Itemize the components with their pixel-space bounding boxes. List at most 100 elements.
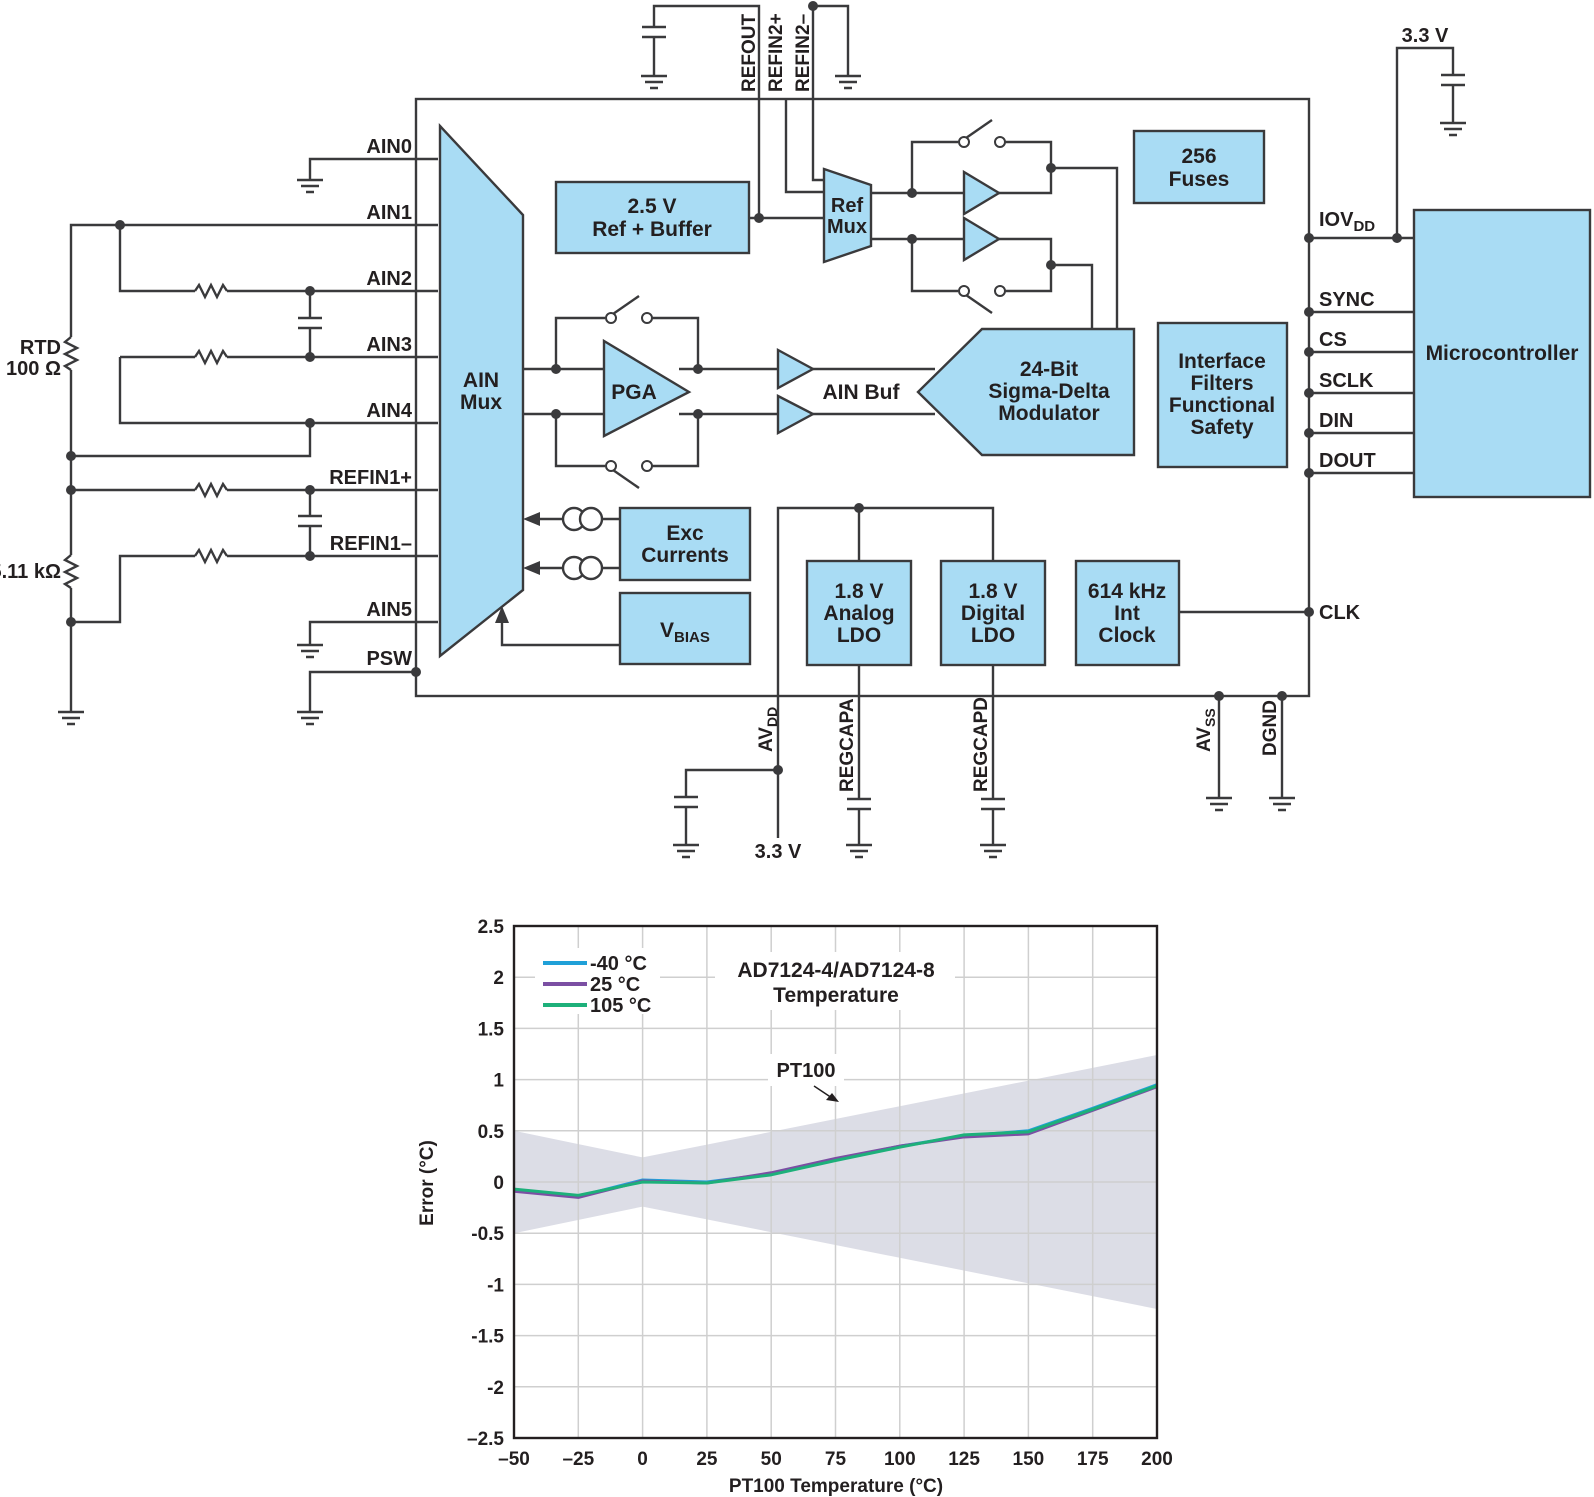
- pin-iovdd: IOVDD: [1319, 209, 1375, 235]
- ain-mux-label-2: Mux: [460, 391, 502, 414]
- modulator-block: [916, 327, 1136, 457]
- pin-refin2-plus: REFIN2+: [766, 13, 787, 92]
- y-tick-label: 0.5: [478, 1122, 505, 1143]
- x-tick-label: 0: [637, 1449, 648, 1470]
- pin-din: DIN: [1319, 410, 1353, 432]
- x-tick-label: –50: [498, 1449, 530, 1470]
- pin-ain3: AIN3: [366, 334, 412, 356]
- y-tick-label: 1: [493, 1071, 504, 1092]
- ref-mux-block: [822, 167, 873, 264]
- modulator-label-3: Modulator: [998, 402, 1099, 425]
- interface-label-4: Safety: [1190, 416, 1253, 439]
- interface-label-3: Functional: [1169, 394, 1275, 417]
- pin-regcapa: REGCAPA: [837, 698, 858, 792]
- x-tick-label: 25: [696, 1449, 718, 1470]
- modulator-label-1: 24-Bit: [1020, 358, 1078, 381]
- pin-avss-main: AV: [1194, 727, 1215, 752]
- exc-currents-block: [618, 506, 752, 582]
- plot-frame: [512, 924, 1159, 1440]
- pin-avdd: AVDD: [756, 707, 780, 752]
- pin-iovdd-sub: DD: [1353, 218, 1375, 235]
- pin-ain2: AIN2: [366, 268, 412, 290]
- left-pin-labels: AIN0 AIN1 AIN2 AIN3 AIN4 REFIN1+ REFIN1–…: [329, 136, 413, 670]
- x-tick-label: 175: [1077, 1449, 1109, 1470]
- pin-ain1: AIN1: [366, 202, 412, 224]
- pin-ain4: AIN4: [366, 400, 412, 422]
- interface-label-1: Interface: [1178, 350, 1266, 373]
- pin-ain0: AIN0: [366, 136, 412, 158]
- pin-refin2-minus: REFIN2–: [793, 14, 814, 92]
- legend-label-1: 25 °C: [590, 974, 640, 996]
- ref-mux-label-1: Ref: [831, 195, 864, 217]
- exc-currents-label-2: Currents: [641, 544, 729, 567]
- int-clock-label-1: 614 kHz: [1088, 580, 1166, 603]
- ref-buffer-network: [871, 119, 1119, 329]
- x-tick-label: 200: [1141, 1449, 1173, 1470]
- pin-dgnd: DGND: [1260, 700, 1281, 756]
- x-tick-label: –25: [562, 1449, 594, 1470]
- digital-ldo-label-2: Digital: [961, 602, 1025, 625]
- analog-ldo-label-2: Analog: [823, 602, 894, 625]
- x-tick-label: 100: [884, 1449, 916, 1470]
- ref-buffer-label-2: Ref + Buffer: [592, 218, 712, 241]
- pin-dout: DOUT: [1319, 450, 1376, 472]
- annotation-arrowhead: [826, 1093, 839, 1102]
- y-tick-label: 0: [493, 1173, 504, 1194]
- left-external-wiring: RTD 100 Ω 5.11 kΩ: [0, 157, 438, 726]
- int-clock-block: [1074, 559, 1181, 667]
- vbias-label: VBIAS: [660, 619, 710, 646]
- digital-ldo-block: [939, 559, 1047, 667]
- ref-mux-label-2: Mux: [827, 216, 867, 238]
- legend-label-0: -40 °C: [590, 953, 647, 975]
- y-tick-label: 2: [493, 968, 504, 989]
- digital-ldo-label-3: LDO: [971, 624, 1015, 647]
- ldo-wiring: [673, 503, 1314, 859]
- exc-currents-label-1: Exc: [666, 522, 704, 545]
- pin-avdd-sub: DD: [764, 707, 780, 727]
- x-tick-label: 50: [761, 1449, 782, 1470]
- pin-refout: REFOUT: [739, 14, 760, 93]
- pin-psw: PSW: [366, 648, 412, 670]
- chart-series-layer: [513, 1083, 1158, 1199]
- microcontroller-block: [1412, 208, 1592, 499]
- rtd-value-label: 100 Ω: [6, 358, 61, 380]
- chart-title-background: [715, 952, 955, 1010]
- pin-avss: AVSS: [1194, 708, 1218, 752]
- pga-network: [523, 295, 935, 489]
- y-tick-label: -1.5: [471, 1327, 504, 1348]
- y-tick-label: -0.5: [471, 1224, 504, 1245]
- y-tick-label: -2: [487, 1378, 504, 1399]
- pin-clk: CLK: [1319, 602, 1361, 624]
- x-tick-label: 150: [1013, 1449, 1045, 1470]
- interface-label-2: Filters: [1190, 372, 1253, 395]
- excitation-sources: [495, 506, 620, 647]
- analog-ldo-label-1: 1.8 V: [834, 580, 883, 603]
- x-tick-label: 75: [825, 1449, 847, 1470]
- block-diagram: RTD 100 Ω 5.11 kΩ AIN0 AIN1 AIN2 AIN3 AI…: [0, 1, 1592, 863]
- pin-sync: SYNC: [1319, 289, 1375, 311]
- fuses-label-1: 256: [1181, 145, 1216, 168]
- interface-block: [1156, 321, 1289, 469]
- pin-refin1-minus: REFIN1–: [330, 533, 412, 555]
- rtd-label: RTD: [20, 337, 61, 359]
- y-tick-label: -1: [487, 1275, 504, 1296]
- digital-ldo-label-1: 1.8 V: [968, 580, 1017, 603]
- pin-iovdd-main: IOV: [1319, 209, 1354, 231]
- series-line-2: [513, 1084, 1158, 1197]
- int-clock-label-3: Clock: [1098, 624, 1156, 647]
- microcontroller-label: Microcontroller: [1426, 342, 1579, 365]
- pin-cs: CS: [1319, 329, 1347, 351]
- ref-buffer-block: [554, 180, 751, 255]
- annotation-arrow: [813, 1085, 833, 1099]
- pt100-annotation: PT100: [777, 1060, 836, 1082]
- fuses-block: [1132, 129, 1266, 205]
- chart-title-line-1: AD7124-4/AD7124-8: [737, 959, 935, 982]
- ain-mux-block: [438, 122, 525, 659]
- y-tick-label: –2.5: [467, 1429, 504, 1450]
- annotation-background: [768, 1054, 844, 1086]
- y-tick-label: 1.5: [478, 1019, 505, 1040]
- pin-sclk: SCLK: [1319, 370, 1374, 392]
